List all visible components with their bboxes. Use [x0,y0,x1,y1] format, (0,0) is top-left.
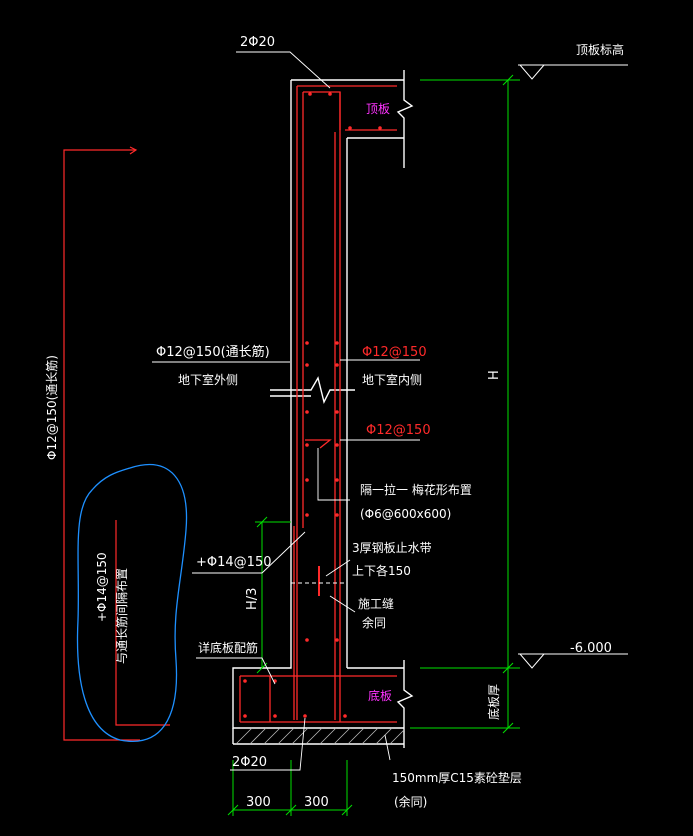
cushion-label: 150mm厚C15素砼垫层 [392,770,522,785]
top-slab-label: 顶板 [366,102,390,116]
bottom-slab-label: 底板 [368,688,392,703]
tie-spec-label: (Φ6@600x600) [360,507,451,521]
bottom-bar-ref-label: 详底板配筋 [198,640,258,655]
top-elevation-label: 顶板标高 [576,42,624,57]
construction-joint-label: 施工缝 [358,596,394,611]
dim-left-label: 300 [246,795,271,810]
waterstop-note: 上下各150 [352,563,411,578]
inner-horizontal-label: Φ12@150 [366,423,431,438]
wall-outline [232,70,414,748]
left-long-bar-label: Φ12@150(通长筋) [44,355,59,460]
rebar-dots [243,92,382,718]
construction-joint-note: 余同 [362,615,386,630]
rebar-lines [239,85,397,723]
cushion-note: (余同) [394,794,427,809]
bottom-elevation-label: -6.000 [570,641,612,656]
dim-height-label: H [487,370,502,380]
top-bars-label: 2Φ20 [240,35,275,50]
revision-cloud [76,463,188,742]
left-long-bar [63,146,170,741]
cloud-bar-label: +Φ14@150 [95,552,109,622]
elevation-markers [518,64,628,669]
cloud-note-label: 与通长筋间隔布置 [114,568,129,664]
dim-right-label: 300 [304,795,329,810]
cushion-hatch [235,727,405,745]
dimension-lines [227,74,520,816]
inner-side-label: 地下室内侧 [362,372,422,387]
inner-vertical-label: Φ12@150 [362,345,427,360]
dim-h3-label: H/3 [245,588,260,610]
outer-vertical-label: Φ12@150(通长筋) [156,344,270,360]
leader-lines [152,51,420,771]
tie-layout-label: 隔一拉一 梅花形布置 [360,482,472,497]
waterstop-label: 3厚钢板止水带 [352,541,432,555]
added-bar-label: +Φ14@150 [196,555,271,570]
slab-thickness-label: 底板厚 [486,684,501,720]
bottom-bars-label: 2Φ20 [232,755,267,770]
outer-side-label: 地下室外侧 [178,372,238,387]
